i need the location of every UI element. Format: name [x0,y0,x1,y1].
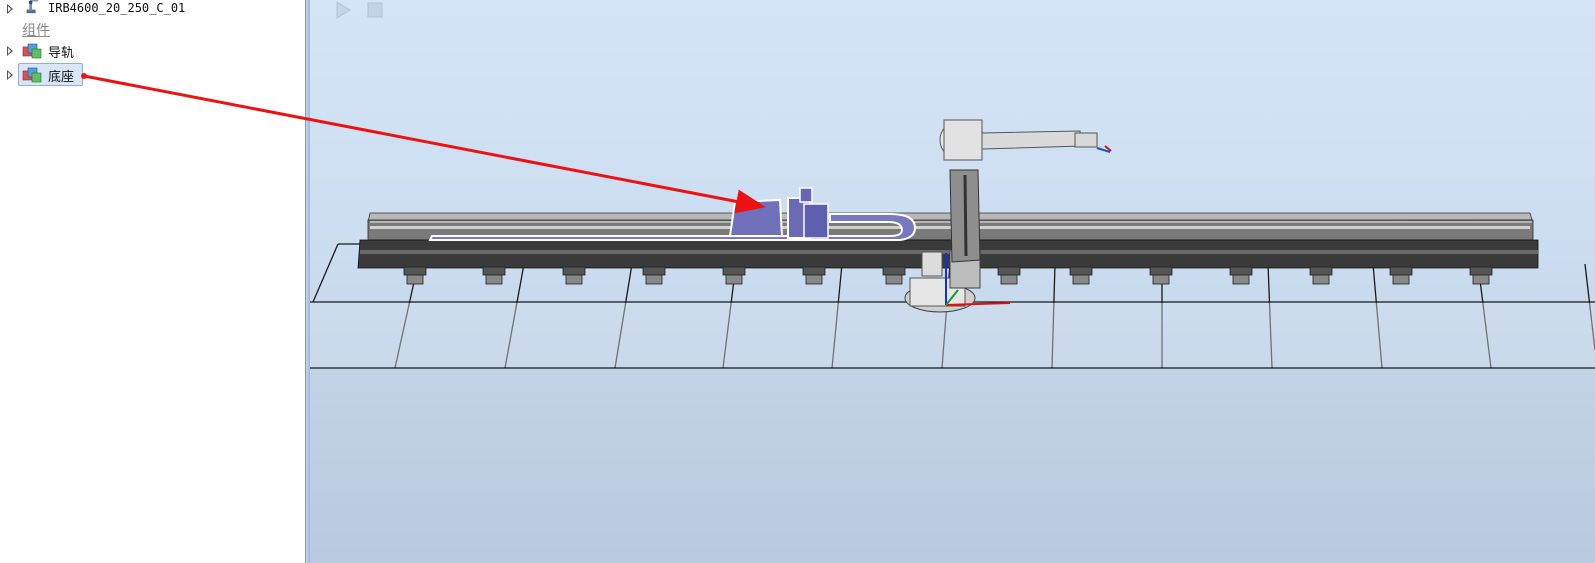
tree-node-rail[interactable]: 导轨 [0,41,300,63]
components-category-link[interactable]: 组件 [22,23,50,39]
expand-arrow-icon[interactable] [7,70,13,80]
scene-canvas [310,119,1595,369]
tree-node-rail-label: 导轨 [48,46,75,61]
base-coordinate-frame [945,253,1011,306]
tree-node-robot-label: IRB4600_20_250_C_01 [48,1,186,15]
stop-icon[interactable] [365,0,385,20]
play-icon[interactable] [333,0,353,20]
expand-arrow-icon[interactable] [7,4,13,14]
track-rail [357,212,1539,269]
expand-arrow-icon[interactable] [7,46,13,56]
3d-viewport[interactable] [310,0,1595,563]
tree-node-base[interactable]: 底座 [0,65,300,87]
layout-browser-panel: IRB4600_20_250_C_01 组件 导轨 底座 [0,0,305,563]
robot-icon [26,0,39,14]
panel-splitter[interactable] [305,0,310,563]
component-icon [22,67,42,83]
tree-node-robot[interactable]: IRB4600_20_250_C_01 [0,0,300,22]
rail-feet [403,266,1493,285]
component-icon [22,43,42,59]
selected-base-component [428,187,917,241]
tree-node-base-label: 底座 [48,70,75,85]
